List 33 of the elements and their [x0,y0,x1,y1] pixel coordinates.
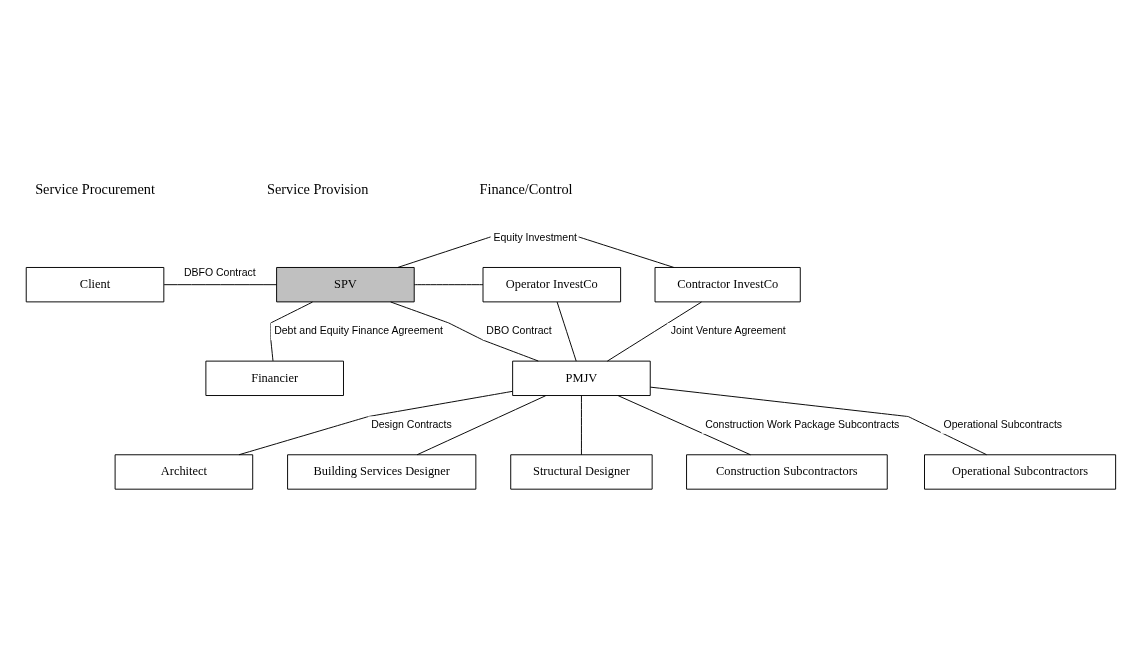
edge-label: Joint Venture Agreement [670,323,786,336]
label: Service Provision [266,180,369,197]
node-box: Building Services Designer [287,453,477,490]
connector [617,394,751,455]
node-box: Construction Subcontractors [686,453,888,490]
node-box: Client [25,266,165,302]
edge-label: DBO Contract [486,323,552,336]
edge-label: Operational Subcontracts [943,417,1063,430]
node-box: Architect [114,453,254,490]
node-box: Operator InvestCo [482,266,622,302]
connector [556,301,577,362]
edge-label: Construction Work Package Subcontracts [705,417,900,430]
label: Finance/Control [479,180,573,197]
connector [580,394,582,455]
node-box: Financier [205,360,344,396]
node-box: Operational Subcontractors [924,453,1117,490]
node-box: SPV [276,266,415,302]
connector [413,283,484,285]
connector [390,301,539,361]
connector [163,283,278,285]
connector [649,386,987,455]
edge-label: Debt and Equity Finance Agreement [274,323,443,336]
node-box: PMJV [512,360,651,396]
connector [238,390,514,455]
node-box: Structural Designer [510,453,653,490]
edge-label: Design Contracts [371,417,452,430]
edge-label: Equity Investment [493,230,577,243]
connector [416,394,547,455]
label: Service Procurement [35,180,155,197]
edge-label: DBFO Contract [183,265,256,278]
node-box: Contractor InvestCo [654,266,801,302]
connector [270,301,313,361]
connector [606,301,702,362]
